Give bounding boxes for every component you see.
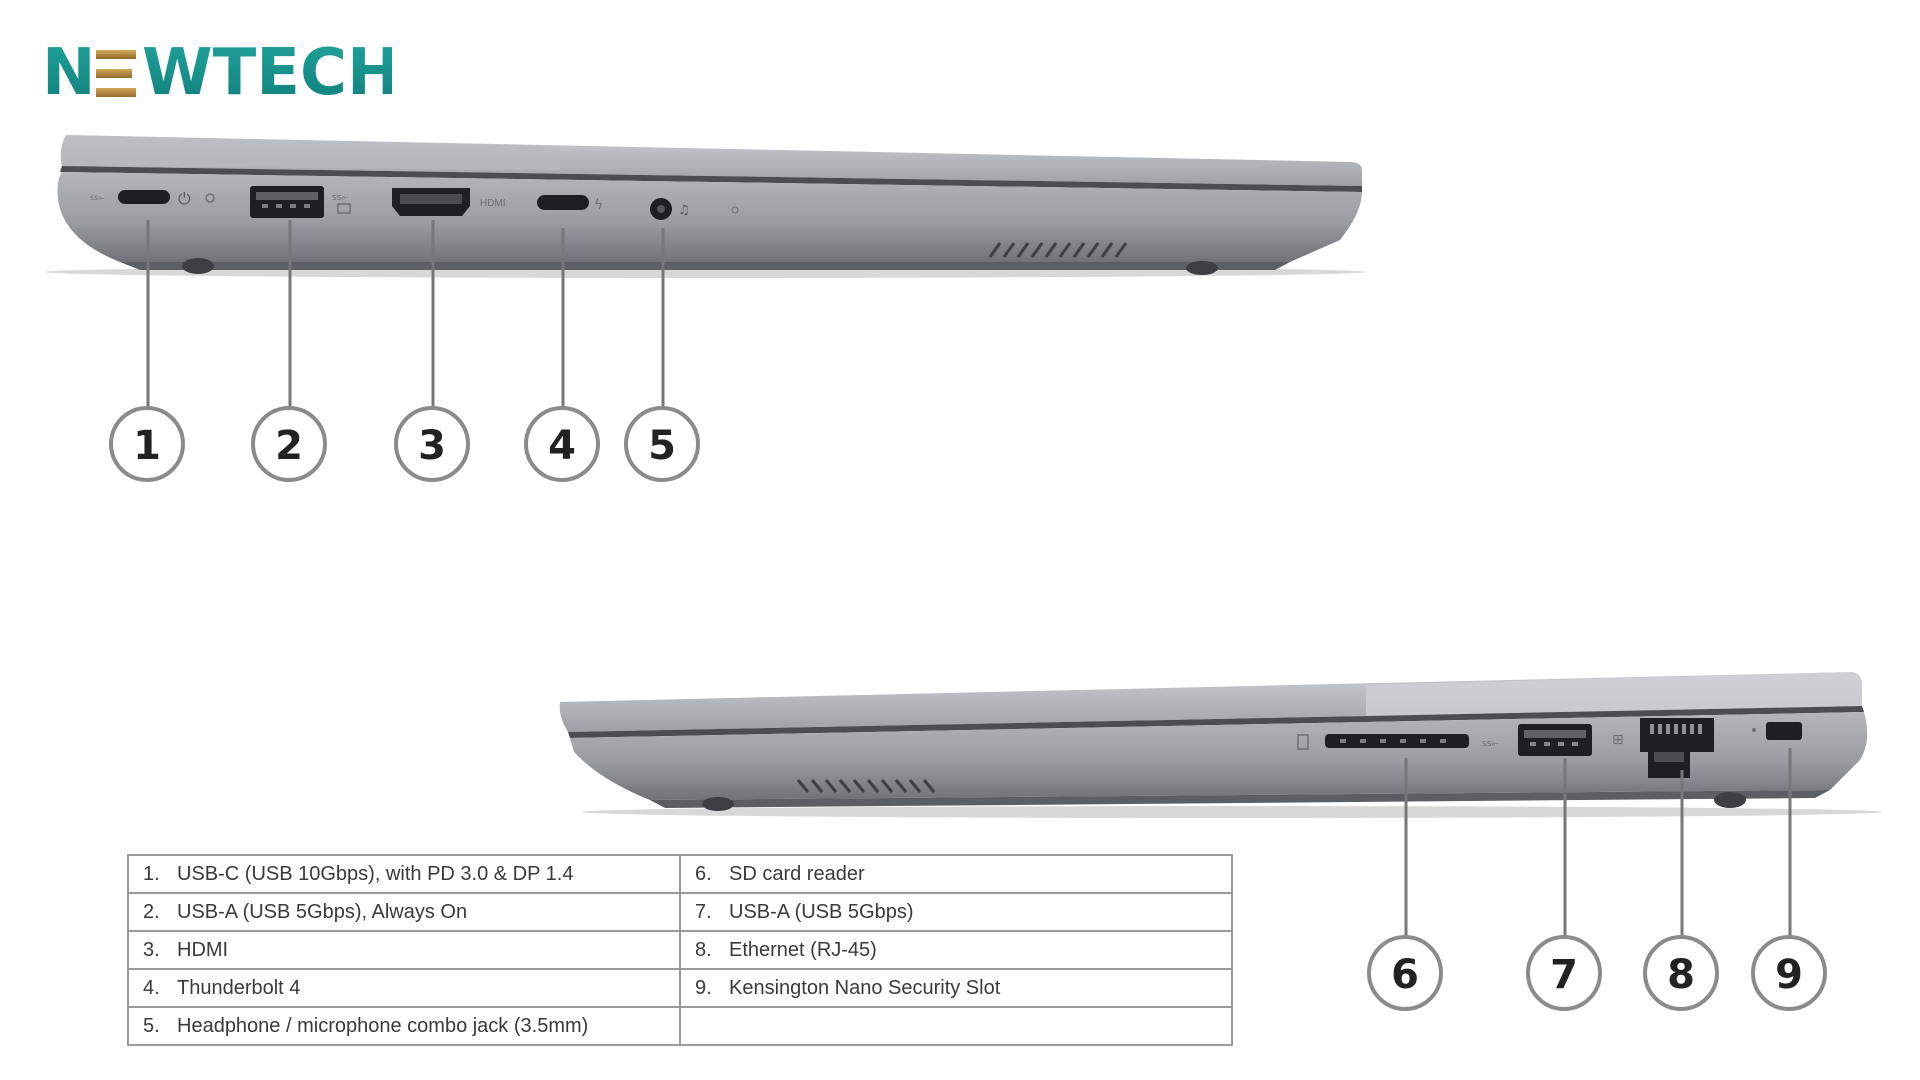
usb-always-on-icon: ss⟜ (332, 193, 349, 203)
svg-text:5: 5 (648, 423, 676, 469)
item-number: 7. (695, 900, 712, 923)
table-row: 4. Thunderbolt 4 9. Kensington Nano Securi… (127, 968, 1233, 1008)
thunderbolt-bolt-icon: ϟ (594, 197, 603, 213)
table-cell: 4. Thunderbolt 4 (127, 968, 681, 1008)
table-cell: 9. Kensington Nano Security Slot (679, 968, 1233, 1008)
newtech-logo: N WTECH (42, 34, 392, 110)
table-cell (679, 1006, 1233, 1046)
table-row: 3. HDMI 8. Ethernet (RJ-45) (127, 930, 1233, 970)
svg-text:6: 6 (1391, 952, 1419, 998)
svg-text:8: 8 (1667, 952, 1695, 998)
vent-grille (988, 242, 1128, 258)
foot (1186, 261, 1218, 275)
callout-7: 7 (1526, 935, 1602, 1011)
table-cell: 6. SD card reader (679, 854, 1233, 894)
svg-text:3: 3 (418, 423, 446, 469)
callout-4: 4 (524, 406, 600, 482)
item-label: USB-A (USB 5Gbps) (729, 900, 914, 923)
battery-icon (337, 203, 351, 214)
kensington-slot (1766, 722, 1802, 740)
item-number: 2. (143, 900, 160, 923)
svg-text:7: 7 (1550, 952, 1578, 998)
item-number: 4. (143, 976, 160, 999)
vent-grille (796, 779, 936, 793)
usb-a-port (1518, 724, 1592, 756)
item-label: Kensington Nano Security Slot (729, 976, 1001, 999)
svg-text:9: 9 (1775, 952, 1803, 998)
table-cell: 7. USB-A (USB 5Gbps) (679, 892, 1233, 932)
item-label: Thunderbolt 4 (177, 976, 301, 999)
usb-ss-icon: ss⟜ (1482, 739, 1499, 749)
callout-6: 6 (1367, 935, 1443, 1011)
callout-1: 1 (109, 406, 185, 482)
item-number: 6. (695, 862, 712, 885)
foot (1714, 792, 1746, 808)
item-label: HDMI (177, 938, 229, 961)
foot (702, 797, 734, 811)
laptop-left-side: ss⟜ ⏻ ss⟜ HDMI ϟ ♫ (45, 135, 1365, 278)
usb-a-port (250, 186, 324, 218)
laptop-right-side: ss⟜ ⊞ (559, 672, 1882, 818)
item-number: 3. (143, 938, 160, 961)
usb-logo-icon: ss⟜ (90, 193, 105, 202)
leader-lines-right (1404, 748, 1792, 938)
svg-text:2: 2 (275, 423, 303, 469)
item-number: 5. (143, 1014, 160, 1037)
network-icon: ⊞ (1612, 732, 1624, 748)
callout-5: 5 (624, 406, 700, 482)
item-number: 9. (695, 976, 712, 999)
mic-hole (731, 206, 739, 214)
status-led-icon (205, 193, 215, 203)
logo-letters-wtech: WTECH (142, 36, 392, 110)
table-cell: 5. Headphone / microphone combo jack (3.5… (127, 1006, 681, 1046)
headset-icon: ♫ (678, 203, 690, 218)
item-label: SD card reader (729, 862, 865, 885)
usb-c-port (118, 190, 170, 204)
sd-card-slot (1325, 734, 1469, 748)
table-cell: 2. USB-A (USB 5Gbps), Always On (127, 892, 681, 932)
item-number: 1. (143, 862, 160, 885)
callout-8: 8 (1643, 935, 1719, 1011)
foot (182, 258, 214, 274)
table-cell: 1. USB-C (USB 10Gbps), with PD 3.0 & DP 1… (127, 854, 681, 894)
item-label: USB-A (USB 5Gbps), Always On (177, 900, 468, 923)
callout-9: 9 (1751, 935, 1827, 1011)
logo-letter-e-gold (96, 50, 136, 97)
table-row: 2. USB-A (USB 5Gbps), Always On 7. USB-A (… (127, 892, 1233, 932)
sd-card-icon (1297, 734, 1309, 750)
table-row: 5. Headphone / microphone combo jack (3.5… (127, 1006, 1233, 1046)
table-cell: 8. Ethernet (RJ-45) (679, 930, 1233, 970)
callout-2: 2 (251, 406, 327, 482)
item-label: Headphone / microphone combo jack (3.5mm… (177, 1014, 589, 1037)
item-number: 8. (695, 938, 712, 961)
hdmi-label: HDMI (480, 198, 506, 209)
callout-3: 3 (394, 406, 470, 482)
lock-icon (1752, 728, 1756, 732)
power-plug-icon: ⏻ (178, 189, 191, 208)
leader-lines-left (146, 220, 665, 411)
item-label: USB-C (USB 10Gbps), with PD 3.0 & DP 1.4 (177, 862, 574, 885)
item-label: Ethernet (RJ-45) (729, 938, 877, 961)
logo-letter-n: N (42, 36, 96, 110)
table-cell: 3. HDMI (127, 930, 681, 970)
port-spec-table: 1. USB-C (USB 10Gbps), with PD 3.0 & DP 1… (127, 854, 1233, 1046)
table-row: 1. USB-C (USB 10Gbps), with PD 3.0 & DP 1… (127, 854, 1233, 894)
svg-text:4: 4 (548, 423, 576, 469)
svg-text:1: 1 (133, 423, 161, 469)
thunderbolt-port (537, 195, 589, 210)
